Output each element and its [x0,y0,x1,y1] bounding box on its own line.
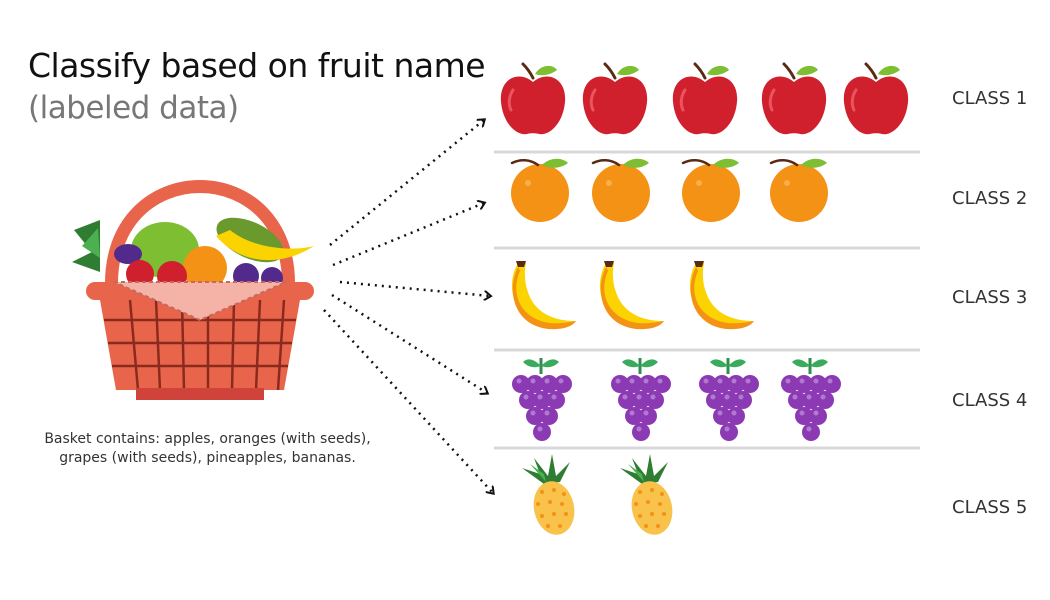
class-5-label: CLASS 5 [952,497,1028,518]
diagram-subtitle: (labeled data) [28,90,239,126]
orange-icon [509,157,571,224]
class-4-label: CLASS 4 [952,390,1028,411]
class-2-label: CLASS 2 [952,188,1028,209]
class-2-fruit-row [509,157,830,224]
row-dividers [494,150,920,450]
orange-icon [768,157,830,224]
basket-caption-line-2: grapes (with seeds), pineapples, bananas… [59,450,356,466]
class-1-fruit-row [499,62,910,136]
class-3-fruit-row [511,261,754,330]
apple-icon [671,62,739,136]
diagram-title: Classify based on fruit name [28,46,486,85]
class-3-label: CLASS 3 [952,287,1028,308]
banana-icon [599,261,664,330]
arrow-to-class-5 [323,309,493,493]
arrow-to-class-3 [339,280,490,296]
arrow-to-class-1 [329,120,484,246]
pineapple-icon [522,454,580,539]
banana-icon [689,261,754,330]
grapes-icon [510,356,574,443]
basket-caption: Basket contains: apples, oranges (with s… [20,430,395,468]
orange-icon [590,157,652,224]
grapes-icon [609,356,673,443]
class-5-fruit-row [522,454,678,539]
class-1-label: CLASS 1 [952,88,1028,109]
apple-icon [760,62,828,136]
apple-icon [842,62,910,136]
arrow-to-class-4 [331,293,487,393]
apple-icon [581,62,649,136]
grapes-icon [697,356,761,443]
banana-icon [511,261,576,330]
basket-caption-line-1: Basket contains: apples, oranges (with s… [44,431,371,447]
arrow-to-class-2 [332,203,484,267]
apple-icon [499,62,567,136]
fruit-basket-illustration [72,180,314,400]
class-4-fruit-row [510,356,843,443]
grapes-icon [779,356,843,443]
classification-arrows [323,120,493,493]
pineapple-icon [620,454,678,539]
orange-icon [680,157,742,224]
